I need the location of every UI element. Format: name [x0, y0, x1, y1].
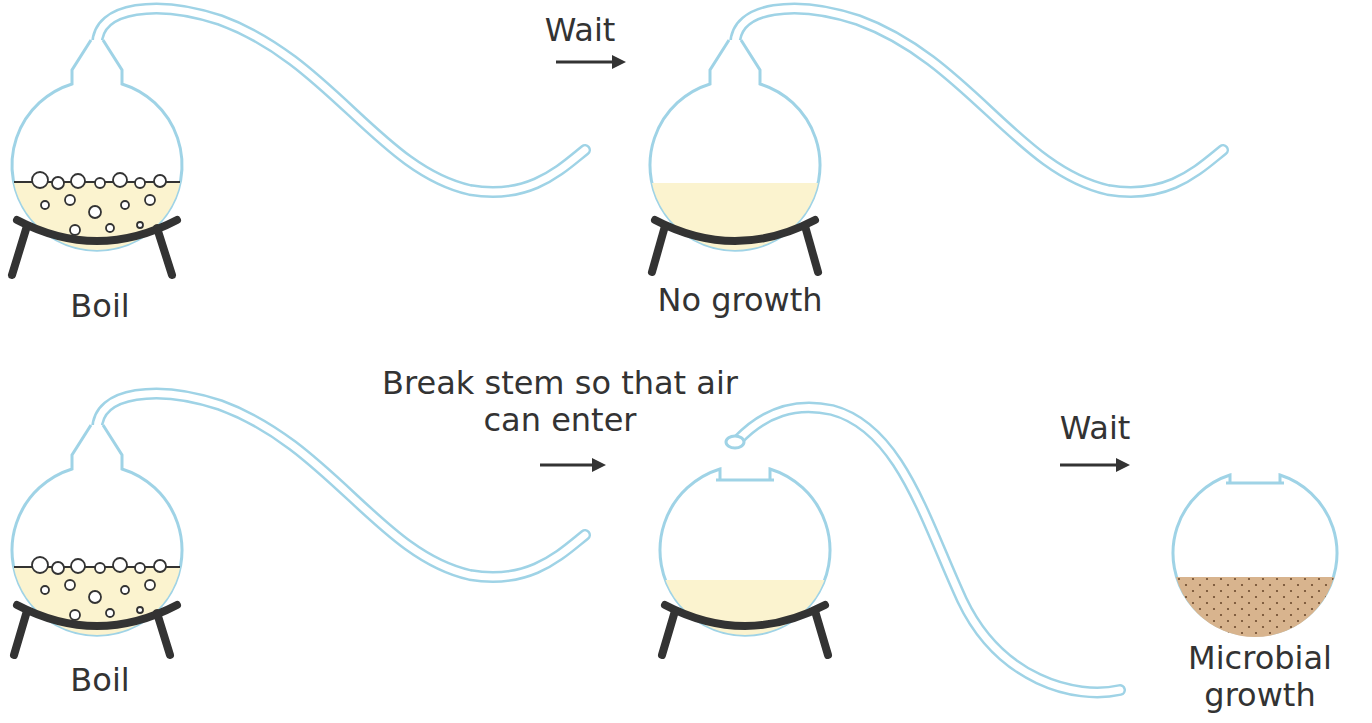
step-label: Wait	[520, 12, 640, 49]
step-label: Break stem so that air can enter	[370, 365, 750, 439]
sterile-flask	[640, 9, 1223, 272]
step-label: Boil	[40, 288, 160, 325]
boiling-flask	[0, 9, 585, 275]
result-label: Microbial growth	[1155, 640, 1365, 714]
broken-stem-flask	[650, 407, 1120, 692]
step-label: Boil	[40, 662, 160, 699]
step-label: Wait	[1035, 410, 1155, 447]
contaminated-flask	[1170, 475, 1350, 647]
result-label: No growth	[615, 282, 865, 319]
